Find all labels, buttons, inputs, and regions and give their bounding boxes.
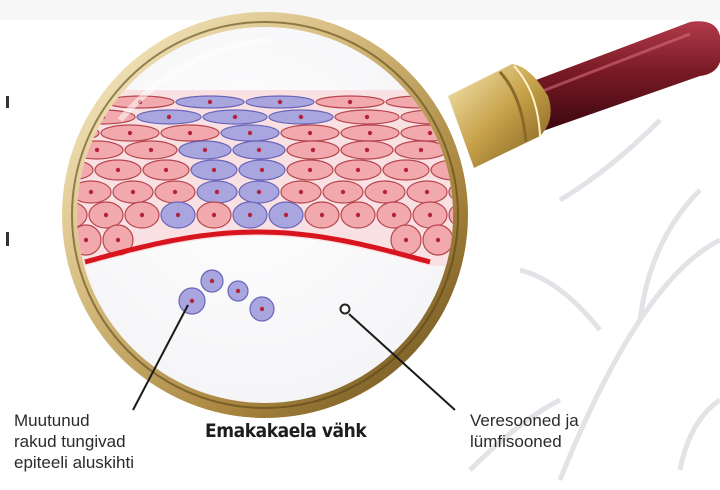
changed-cells-label-line-2: rakud tungivad bbox=[14, 431, 134, 452]
normal-cell bbox=[113, 181, 153, 203]
normal-cell bbox=[365, 181, 405, 203]
changed-cell bbox=[269, 202, 303, 228]
normal-cell bbox=[377, 202, 411, 228]
changed-cell bbox=[233, 202, 267, 228]
normal-cell bbox=[383, 160, 429, 180]
normal-cell bbox=[407, 181, 447, 203]
normal-cell bbox=[305, 202, 339, 228]
changed-cell bbox=[233, 141, 285, 159]
changed-cell bbox=[239, 181, 279, 203]
invading-cell bbox=[228, 281, 248, 301]
normal-cell bbox=[281, 181, 321, 203]
vessels-label-line-1: Veresooned ja bbox=[470, 410, 579, 431]
invading-cell bbox=[250, 297, 274, 321]
normal-cell bbox=[323, 181, 363, 203]
normal-cell bbox=[125, 202, 159, 228]
diagram-title: Emakakaela vähk bbox=[205, 420, 366, 442]
normal-cell bbox=[143, 160, 189, 180]
invading-cell bbox=[201, 270, 223, 292]
changed-cell bbox=[137, 110, 201, 124]
changed-cell bbox=[203, 110, 267, 124]
changed-cell bbox=[239, 160, 285, 180]
changed-cell bbox=[161, 202, 195, 228]
changed-cell bbox=[176, 96, 244, 108]
changed-cell bbox=[191, 160, 237, 180]
vessels-label: Veresooned ja lümfisooned bbox=[470, 410, 579, 452]
changed-cell bbox=[269, 110, 333, 124]
normal-cell bbox=[281, 125, 339, 141]
changed-cell bbox=[246, 96, 314, 108]
normal-cell bbox=[161, 125, 219, 141]
changed-cells-label-line-3: epiteeli aluskihti bbox=[14, 452, 134, 473]
normal-cell bbox=[341, 202, 375, 228]
normal-cell bbox=[316, 96, 384, 108]
normal-cell bbox=[287, 141, 339, 159]
normal-cell bbox=[95, 160, 141, 180]
invading-cell bbox=[179, 288, 205, 314]
changed-cell bbox=[179, 141, 231, 159]
normal-cell bbox=[335, 110, 399, 124]
changed-cell bbox=[221, 125, 279, 141]
changed-cells-label-line-1: Muutunud bbox=[14, 410, 134, 431]
normal-cell bbox=[155, 181, 195, 203]
normal-cell bbox=[341, 125, 399, 141]
normal-cell bbox=[413, 202, 447, 228]
normal-cell bbox=[423, 225, 453, 255]
normal-cell bbox=[89, 202, 123, 228]
normal-cell bbox=[125, 141, 177, 159]
vessel-marker bbox=[341, 305, 350, 314]
changed-cell bbox=[197, 181, 237, 203]
normal-cell bbox=[341, 141, 393, 159]
normal-cell bbox=[197, 202, 231, 228]
normal-cell bbox=[335, 160, 381, 180]
normal-cell bbox=[287, 160, 333, 180]
normal-cell bbox=[101, 125, 159, 141]
changed-cells-label: Muutunud rakud tungivad epiteeli aluskih… bbox=[14, 410, 134, 473]
vessels-label-line-2: lümfisooned bbox=[470, 431, 579, 452]
